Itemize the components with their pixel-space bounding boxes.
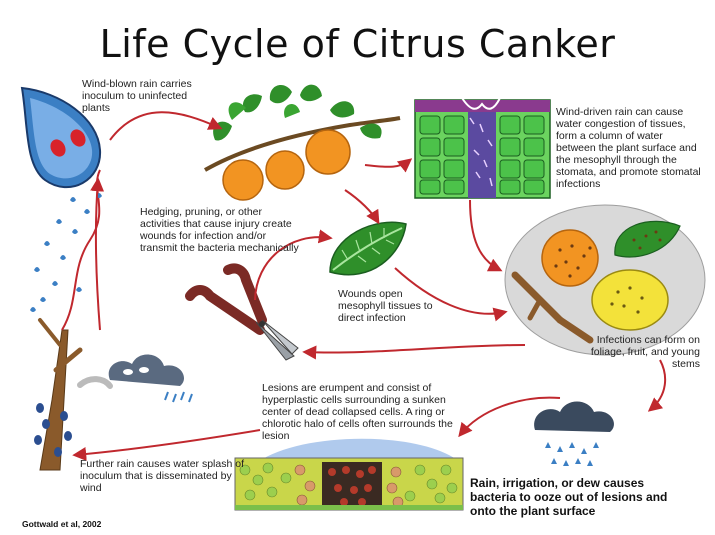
lesion-cross-section-icon	[235, 439, 463, 510]
caption-further-rain: Further rain causes water splash of inoc…	[80, 458, 245, 494]
arrow-lesion-to-tree	[75, 430, 260, 455]
caption-wind-driven-rain: Wind-driven rain can cause water congest…	[556, 106, 701, 190]
caption-wind-blown-rain: Wind-blown rain carries inoculum to unin…	[82, 78, 212, 114]
pruning-shears-icon	[190, 268, 298, 360]
caption-lesions: Lesions are erumpent and consist of hype…	[262, 382, 462, 442]
tree-trunk-icon	[30, 170, 102, 470]
citation: Gottwald et al, 2002	[22, 519, 101, 529]
arrow-drop-to-branch	[110, 112, 220, 140]
leaf-tissue-icon	[415, 98, 550, 198]
caption-hedging: Hedging, pruning, or other activities th…	[140, 206, 305, 254]
arrow-branch-to-leaf	[345, 190, 378, 222]
infected-fruit-icon	[505, 205, 705, 355]
branch-with-oranges-icon	[205, 85, 400, 200]
arrow-fruit-to-shears	[305, 345, 525, 353]
infected-leaf-icon	[330, 222, 406, 274]
wind-cloud-icon	[80, 354, 192, 402]
caption-infections: Infections can form on foliage, fruit, a…	[580, 334, 700, 370]
arrow-branch-to-tissue	[365, 160, 410, 167]
caption-wounds: Wounds open mesophyll tissues to direct …	[338, 288, 438, 324]
rain-cloud-icon	[534, 402, 614, 467]
caption-rain-irrigation: Rain, irrigation, or dew causes bacteria…	[470, 476, 680, 518]
arrow-tissue-to-fruit	[470, 200, 500, 270]
